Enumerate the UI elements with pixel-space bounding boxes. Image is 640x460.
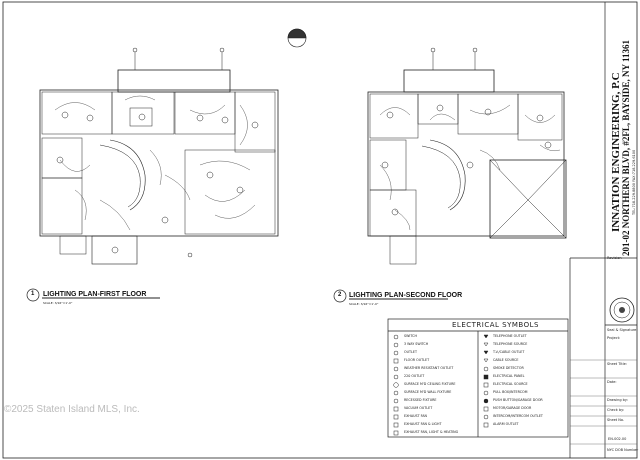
legend-item: CABLE SOURCE [493,358,519,362]
firm-phone: TEL:718.229.8800 FAX:718.229.6100 [632,149,636,215]
second-floor-plan [367,47,567,265]
revision-label: Revision [607,256,622,260]
legend-item: OUTLET [404,350,417,354]
legend-item: RECESSED FIXTURE [404,398,437,402]
sheet-number: EN-002.00 [608,437,627,441]
legend-item: ALARM OUTLET [493,422,519,426]
title-block-field: Date: [607,380,617,384]
plan-1-scale: SCALE: 3/16"=1'-0" [43,301,73,305]
legend-title: ELECTRICAL SYMBOLS [452,321,539,329]
north-arrow-icon [287,28,307,48]
title-block-field: Sheet No. [607,418,625,422]
legend-item: SMOKE DETECTOR [493,366,524,370]
mls-watermark: ©2025 Staten Island MLS, Inc. [4,404,140,415]
legend-item: SURFACE M'D CEILING FIXTURE [404,382,456,386]
engineer-seal-icon [609,297,635,323]
title-block-field: Seal & Signature: [607,328,638,332]
legend-item: VACUUM OUTLET [404,406,433,410]
plan-marker-icons [26,288,448,303]
legend-item: T.V./CABLE OUTLET [493,350,525,354]
plan-1-number: 1 [31,291,35,297]
plan-2-title: LIGHTING PLAN-SECOND FLOOR [349,292,463,299]
legend-item: EXHAUST FAN & LIGHT [404,422,442,426]
legend-item: ELECTRICAL SOURCE [493,382,528,386]
legend-item: PULL BOX/INTERCOM [493,390,528,394]
legend-item: 3 WAY SWITCH [404,342,429,346]
first-floor-plan [39,47,279,265]
legend-item: ELECTRICAL PANEL [493,374,525,378]
plan-2-scale: SCALE: 3/16"=1'-0" [349,302,379,306]
legend-symbol-icons [393,334,489,436]
title-block-field: NYC DOB Number [607,448,639,452]
title-block-field: Check by: [607,408,625,412]
title-block-field: Sheet Title: [607,362,627,366]
title-block-field: Project: [607,336,621,340]
legend-item: TELEPHONE SOURCE [493,342,528,346]
legend-item: WEATHER RESISTANT OUTLET [404,366,454,370]
legend-item: EXHAUST FAN, LIGHT & HEATING [404,430,459,434]
legend-item: FLOOR OUTLET [404,358,430,362]
legend-item: INTERCOM/INTERCOM OUTLET [493,414,543,418]
legend-item: MOTOR/GARAGE DOOR [493,406,532,410]
legend-item: PUSH BUTTON/GARAGE DOOR [493,398,543,402]
plan-2-number: 2 [338,292,342,298]
legend-item: 220 OUTLET [404,374,425,378]
legend-frame [387,318,569,438]
legend-item: SURFACE M'D WALL FIXTURE [404,390,452,394]
title-block-field: Drawing by: [607,398,628,402]
legend-item: EXHAUST FAN [404,414,427,418]
legend-item: SWITCH [404,334,417,338]
legend-item: TELEPHONE OUTLET [493,334,527,338]
firm-address: 201-02 NORTHERN BLVD, #2FL, BAYSIDE, NY … [621,40,631,256]
plan-1-title: LIGHTING PLAN-FIRST FLOOR [43,291,147,298]
